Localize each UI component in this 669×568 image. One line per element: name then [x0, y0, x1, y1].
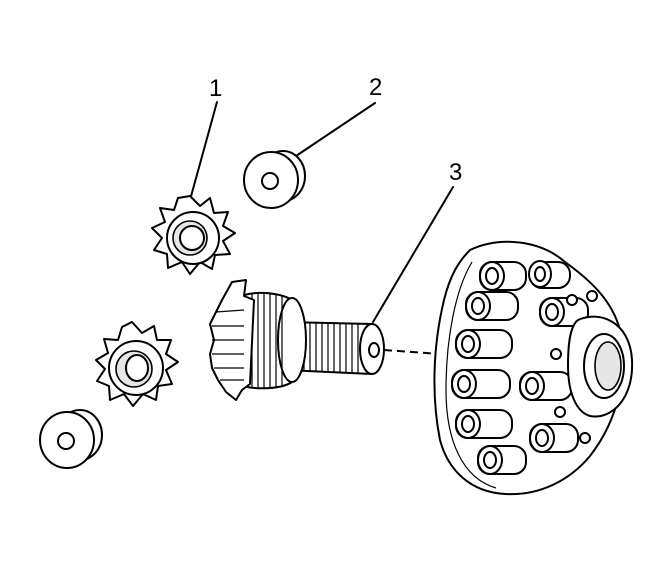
alignment-line [383, 349, 441, 355]
callout-label-3: 3 [449, 159, 462, 186]
case-small-holes [550, 290, 598, 444]
pinion-shaft [209, 279, 385, 401]
callout-label-2: 2 [369, 74, 382, 101]
bolt-boss-group [451, 260, 589, 475]
case-hub [567, 315, 634, 418]
differential-case [433, 240, 634, 496]
leader-line-2 [295, 102, 376, 157]
side-gear-lower [95, 321, 179, 407]
side-gear-upper [151, 195, 236, 275]
callout-label-1: 1 [209, 75, 222, 102]
leader-line-1 [189, 101, 218, 201]
thrust-washer-lower [39, 409, 103, 469]
thrust-washer-upper [243, 150, 306, 209]
leader-line-3 [372, 186, 454, 323]
